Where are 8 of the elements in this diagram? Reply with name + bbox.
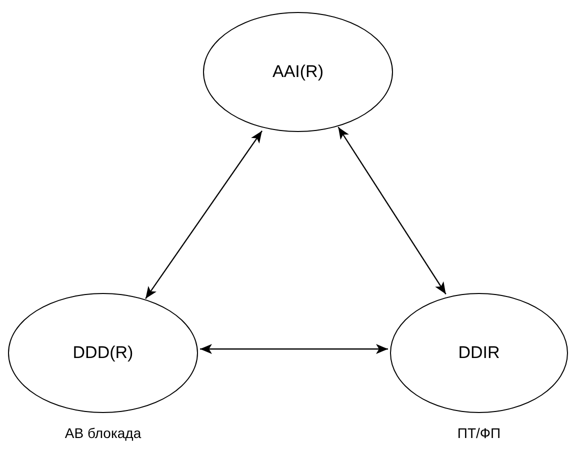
connector-arrow [338, 126, 446, 294]
connector-arrow [200, 344, 388, 354]
node-caption: АВ блокада [64, 425, 142, 441]
connector-arrow [145, 130, 262, 300]
node-label: DDD(R) [72, 343, 134, 363]
node-label: AAI(R) [272, 62, 324, 82]
node-label: DDIR [458, 343, 500, 363]
node-caption: ПТ/ФП [457, 425, 501, 441]
